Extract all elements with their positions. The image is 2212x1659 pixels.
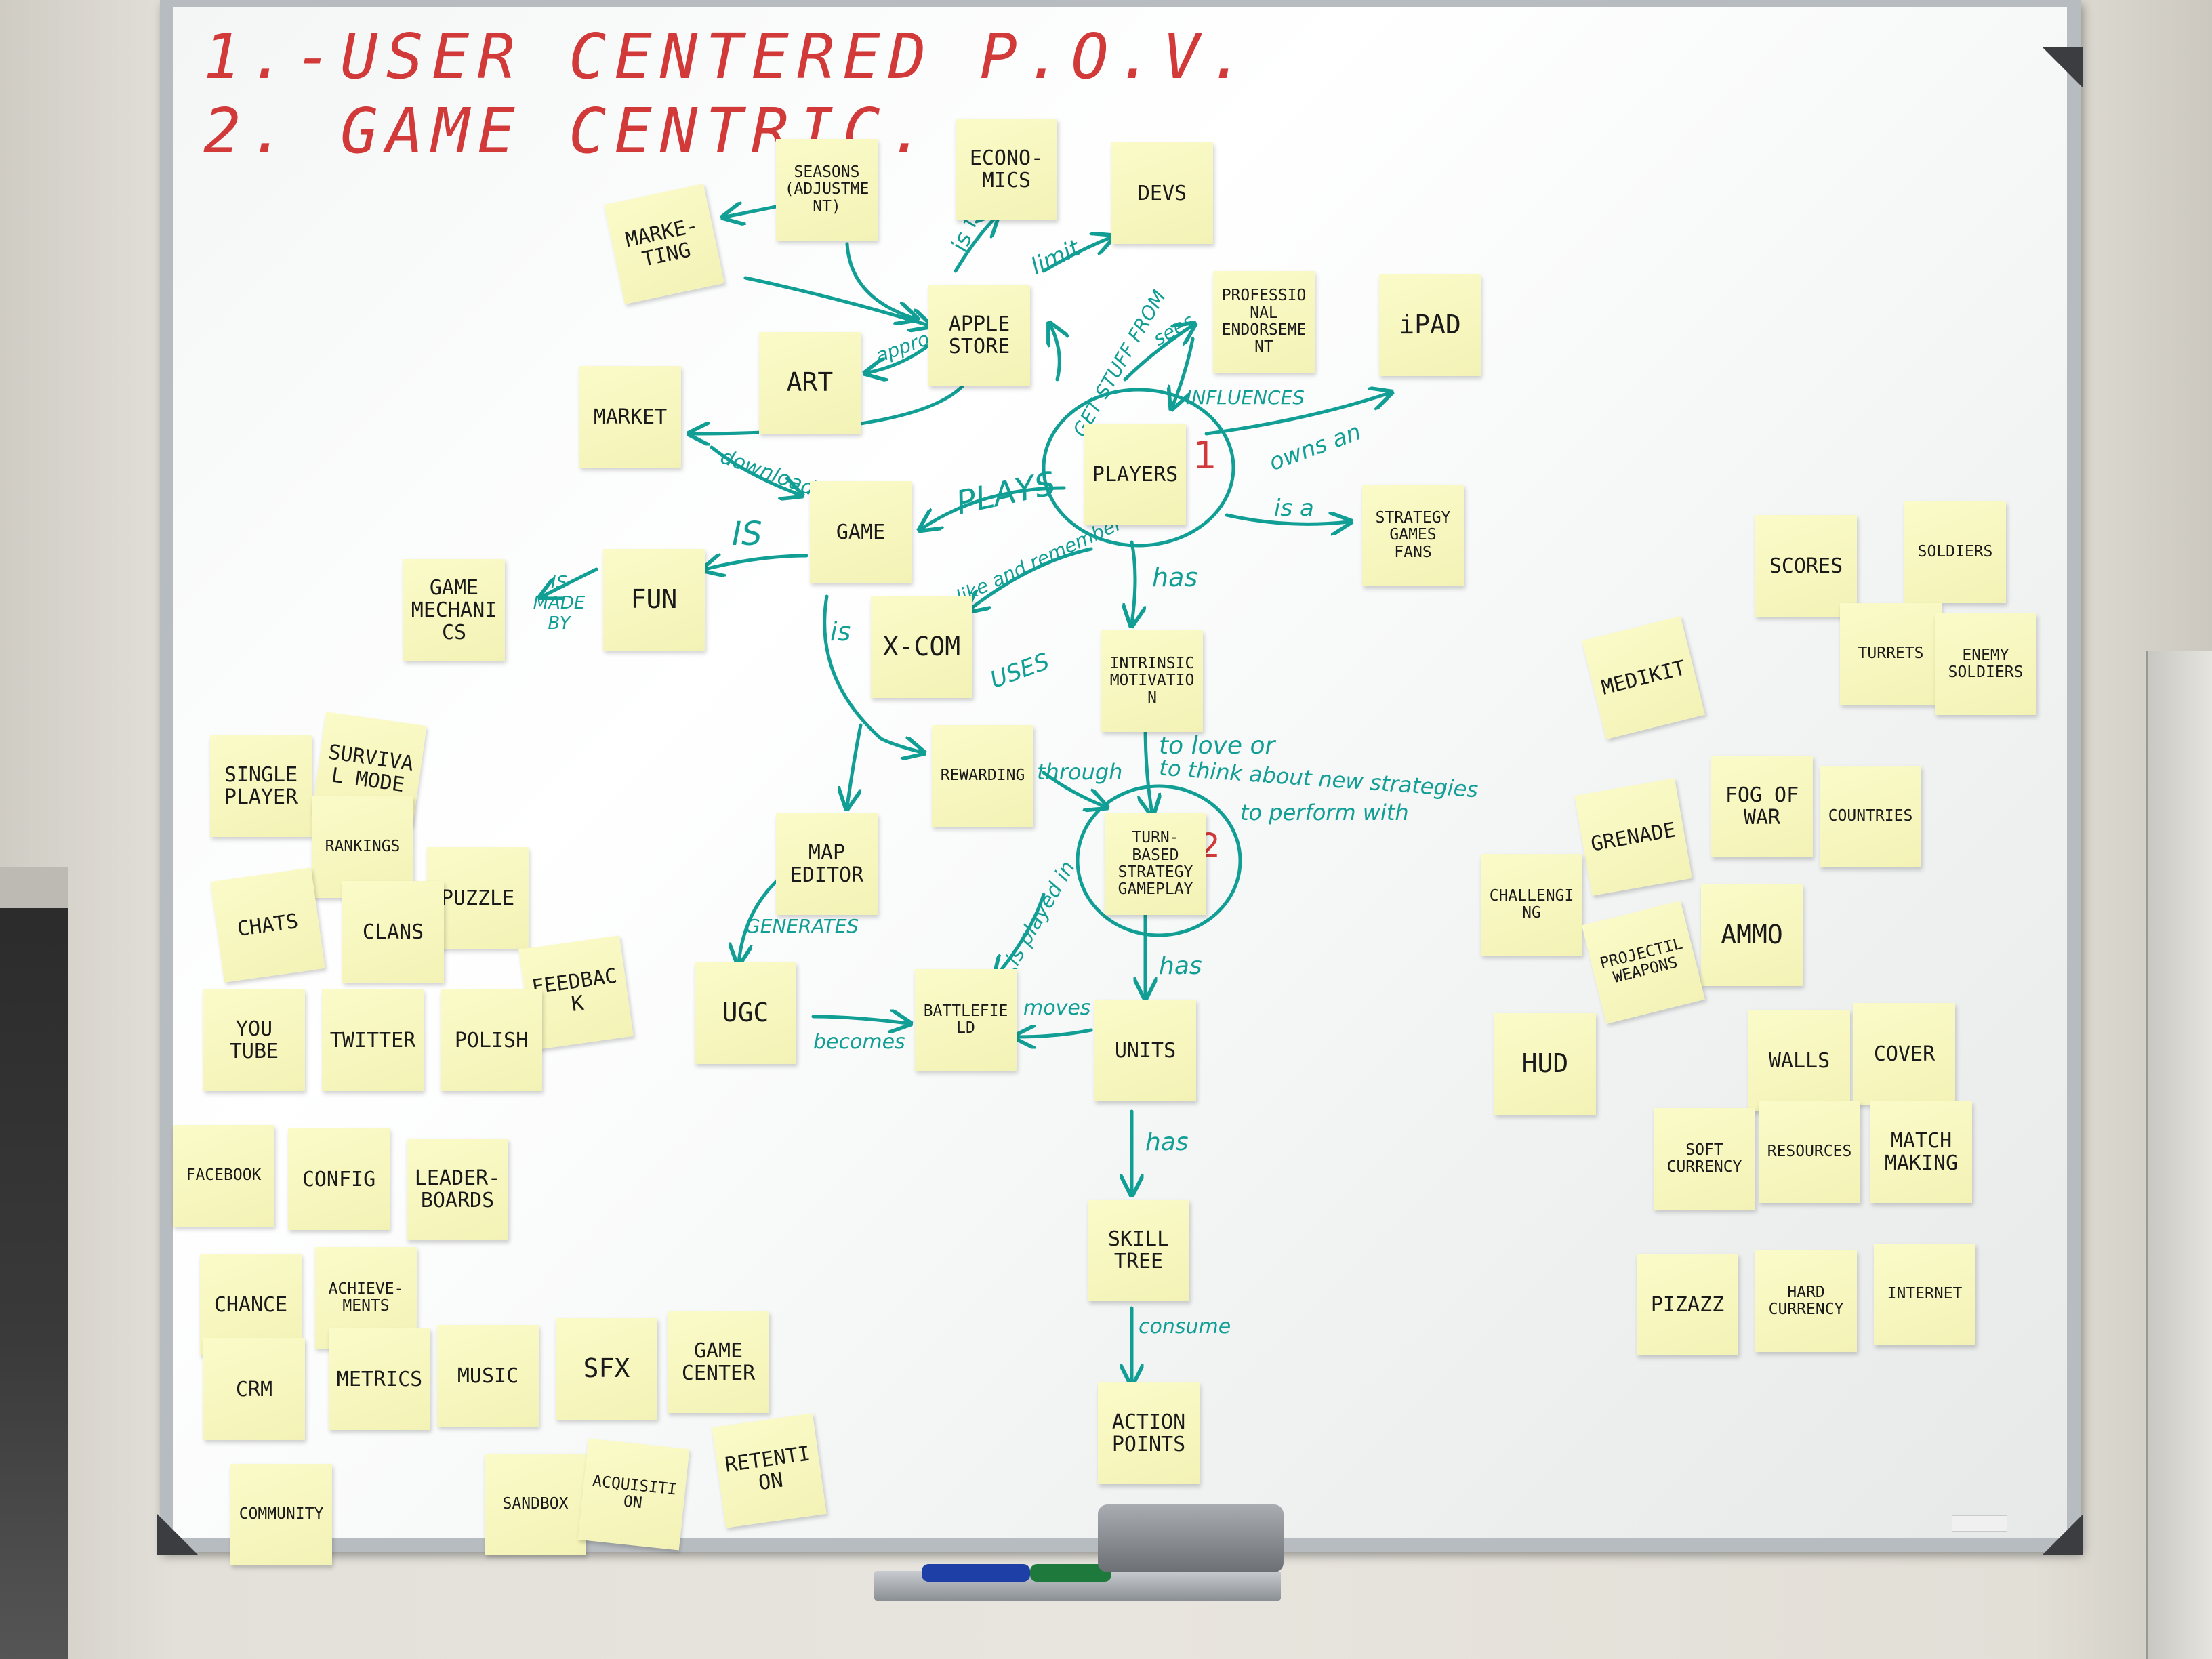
edge-label-has-2: has	[1159, 952, 1202, 980]
left-doorway	[0, 867, 68, 1659]
note-skill-tree: SKILL TREE	[1088, 1200, 1189, 1301]
edge-label-influences: INFLUENCES	[1186, 386, 1305, 409]
note-battlefield: BATTLEFIELD	[915, 969, 1017, 1071]
board-brand-label	[1952, 1515, 2007, 1532]
edge-label-to-perform: to perform with	[1240, 800, 1409, 825]
edge-label-generates: GENERATES	[745, 915, 859, 937]
edge-label-moves: moves	[1023, 996, 1091, 1020]
note-game-mechanics: GAME MECHANICS	[403, 559, 505, 661]
priority-number-players: 1	[1193, 434, 1217, 478]
note-units: UNITS	[1094, 1000, 1196, 1101]
note-turrets: TURRETS	[1840, 603, 1942, 705]
note-retention: RETENTION	[712, 1413, 827, 1528]
note-single-player: SINGLE PLAYER	[210, 735, 312, 837]
note-action-points: ACTION POINTS	[1098, 1382, 1200, 1484]
board-heading-line-1: 1.-USER CENTERED P.O.V.	[203, 20, 1254, 93]
note-devs: DEVS	[1111, 142, 1213, 244]
note-art: ART	[759, 332, 861, 434]
note-ipad: iPAD	[1379, 274, 1481, 376]
note-enemy-soldiers: ENEMY SOLDIERS	[1935, 613, 2036, 715]
note-puzzle: PUZZLE	[427, 847, 529, 949]
edge-label-becomes: becomes	[813, 1030, 905, 1054]
note-polish: POLISH	[441, 989, 542, 1091]
note-fog-of-war: FOG OF WAR	[1711, 756, 1813, 857]
note-strategy-games-fans: STRATEGY GAMES FANS	[1362, 485, 1464, 586]
edge-label-consume: consume	[1139, 1315, 1231, 1338]
note-twitter: TWITTER	[322, 989, 424, 1091]
note-turn-based-strategy-gameplay: TURN-BASED STRATEGY GAMEPLAY	[1105, 813, 1206, 915]
note-intrinsic-motivation: INTRINSIC MOTIVATION	[1101, 630, 1203, 732]
note-metrics: METRICS	[329, 1328, 430, 1430]
note-facebook: FACEBOOK	[173, 1125, 274, 1227]
note-config: CONFIG	[288, 1128, 390, 1230]
note-game-center: GAME CENTER	[668, 1311, 769, 1413]
note-sfx: SFX	[556, 1318, 657, 1420]
note-leaderboards: LEADER- BOARDS	[407, 1139, 508, 1240]
whiteboard-eraser	[1098, 1504, 1284, 1572]
note-countries: COUNTRIES	[1820, 766, 1921, 867]
note-pizazz: PIZAZZ	[1637, 1254, 1738, 1355]
note-youtube: YOU TUBE	[203, 989, 305, 1091]
note-map-editor: MAP EDITOR	[776, 813, 878, 915]
note-community: COMMUNITY	[230, 1464, 332, 1565]
note-chats: CHATS	[210, 867, 325, 983]
note-soldiers: SOLDIERS	[1904, 501, 2006, 603]
note-x-com: X-COM	[871, 596, 972, 698]
note-cover: COVER	[1853, 1003, 1955, 1105]
note-economics: ECONO- MICS	[956, 119, 1057, 220]
edge-label-has-3: has	[1145, 1128, 1189, 1156]
edge-label-is-a: is a	[1274, 495, 1314, 522]
note-professional-endorsement: PROFESSIONAL ENDORSEMENT	[1213, 271, 1315, 373]
note-resources: RESOURCES	[1759, 1101, 1860, 1203]
edge-label-is-upper: IS	[732, 515, 762, 553]
edge-label-has-1: has	[1152, 562, 1198, 592]
edge-label-through: through	[1037, 759, 1123, 785]
note-crm: CRM	[203, 1338, 305, 1440]
note-fun: FUN	[603, 549, 705, 651]
note-ammo: AMMO	[1701, 884, 1803, 986]
note-game: GAME	[810, 481, 912, 583]
edge-label-is-made-by: IS MADE BY	[533, 573, 586, 634]
note-walls: WALLS	[1748, 1010, 1850, 1111]
note-grenade: GRENADE	[1574, 778, 1692, 896]
note-clans: CLANS	[342, 881, 444, 983]
right-cabinet	[2146, 651, 2212, 1659]
edge-label-is-lower: is	[830, 617, 851, 647]
note-apple-store: APPLE STORE	[928, 285, 1030, 386]
note-rewarding: REWARDING	[932, 725, 1033, 827]
blue-marker	[922, 1564, 1030, 1582]
note-scores: SCORES	[1755, 515, 1857, 617]
note-challenging: CHALLENGING	[1481, 854, 1582, 956]
note-sandbox: SANDBOX	[485, 1454, 586, 1555]
note-hard-currency: HARD CURRENCY	[1755, 1250, 1857, 1352]
note-matchmaking: MATCH MAKING	[1870, 1101, 1972, 1203]
edge-label-to-love: to love or	[1159, 732, 1275, 760]
note-acquisition: ACQUISITION	[577, 1438, 690, 1551]
note-internet: INTERNET	[1874, 1244, 1975, 1345]
note-players: PLAYERS	[1084, 424, 1186, 525]
note-hud: HUD	[1494, 1013, 1596, 1115]
note-market: MARKET	[579, 366, 681, 468]
green-marker	[1030, 1564, 1111, 1582]
note-marketing: MARKE- TING	[604, 184, 724, 304]
note-ugc: UGC	[695, 962, 796, 1064]
note-music: MUSIC	[437, 1325, 539, 1427]
note-seasons: SEASONS (ADJUSTMENT)	[776, 139, 878, 241]
note-soft-currency: SOFT CURRENCY	[1654, 1108, 1755, 1210]
